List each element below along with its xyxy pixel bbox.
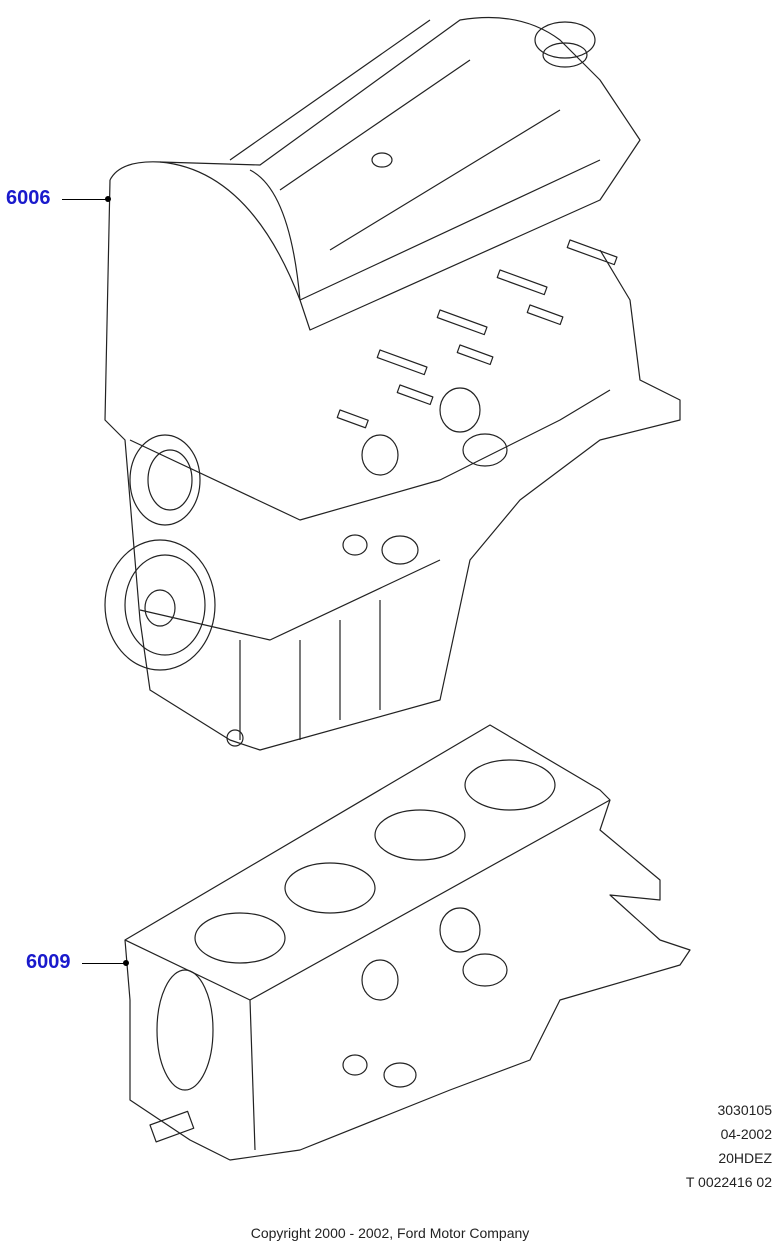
- engine-code: 20HDEZ: [718, 1150, 772, 1166]
- drawing-number: T 0022416 02: [685, 1174, 772, 1190]
- leader-dot-6006: [105, 196, 111, 202]
- callout-6009[interactable]: 6009: [26, 951, 71, 973]
- leader-dot-6009: [123, 960, 129, 966]
- diagram-info: 3030105 04-2002 20HDEZ T 0022416 02: [686, 1098, 772, 1194]
- diagram-date: 04-2002: [720, 1126, 772, 1142]
- callout-6006[interactable]: 6006: [6, 187, 51, 209]
- engine-assembly-drawing: [104, 16, 681, 751]
- cylinder-block-drawing: [124, 724, 691, 1161]
- copyright-notice: Copyright 2000 - 2002, Ford Motor Compan…: [250, 1225, 530, 1241]
- leader-line-6009: [82, 963, 126, 964]
- diagram-code: 3030105: [717, 1102, 772, 1118]
- leader-line-6006: [62, 199, 108, 200]
